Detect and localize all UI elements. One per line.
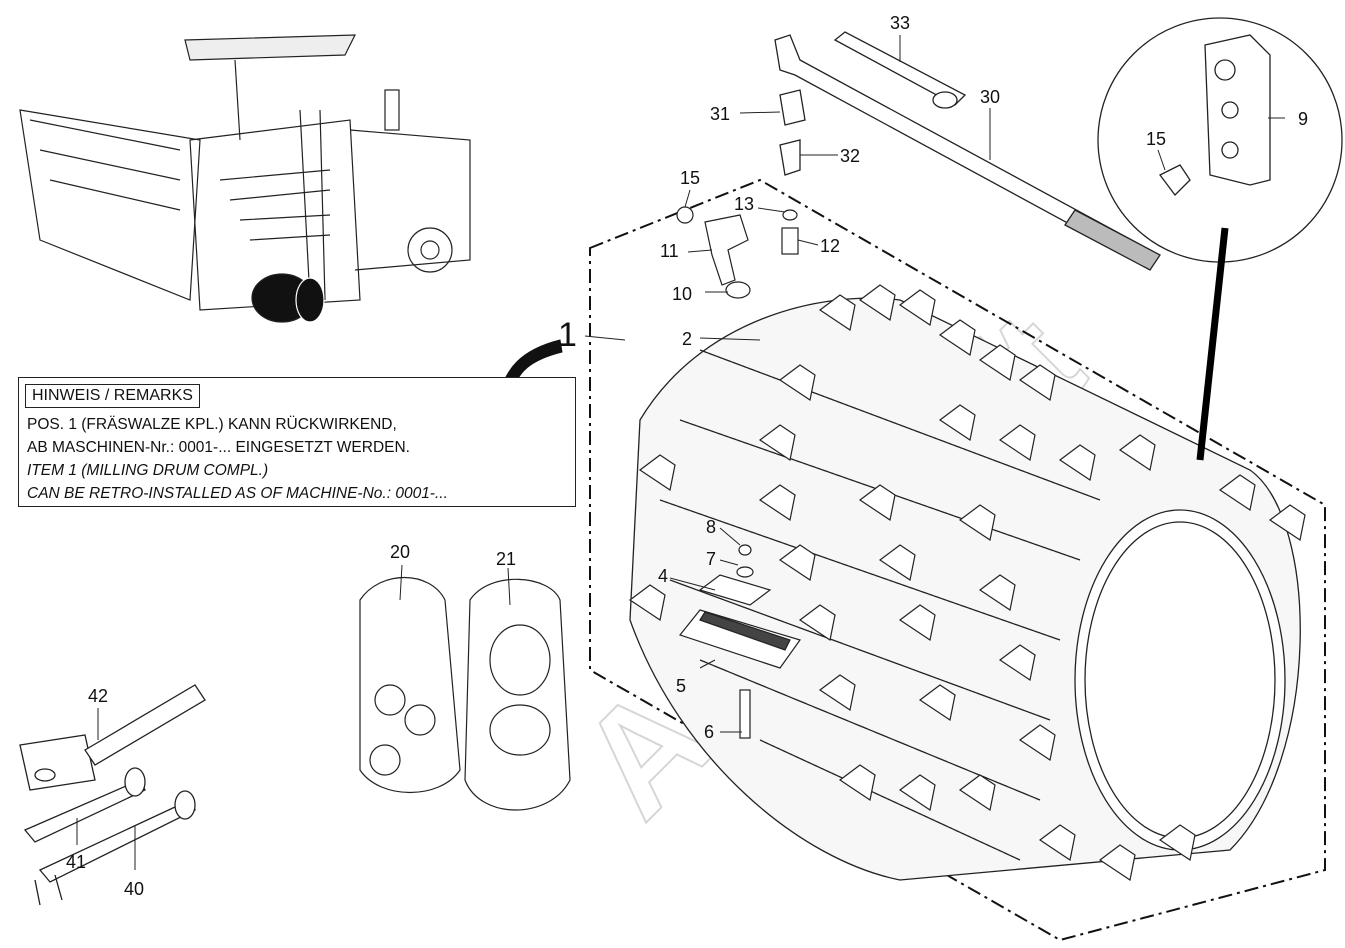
parts-bags — [359, 577, 571, 811]
callout-7: 7 — [706, 549, 716, 569]
remarks-box: HINWEIS / REMARKS POS. 1 (FRÄSWALZE KPL.… — [18, 377, 576, 507]
callout-6: 6 — [704, 722, 714, 742]
hand-tools — [19, 684, 206, 906]
callout-4: 4 — [658, 566, 668, 586]
callout-41: 41 — [66, 852, 86, 872]
callout-42: 42 — [88, 686, 108, 706]
callout-5: 5 — [676, 676, 686, 696]
torque-wrench — [774, 31, 1161, 271]
remarks-heading: HINWEIS / REMARKS — [25, 384, 200, 408]
cutting-teeth — [628, 284, 1306, 881]
callout-15-upper: 15 — [680, 168, 700, 188]
holder-plate-parts — [678, 544, 801, 739]
leader-lines — [76, 35, 1285, 870]
small-parts-upper — [676, 206, 799, 299]
remarks-line-de-2: AB MASCHINEN-Nr.: 0001-... EINGESETZT WE… — [27, 439, 410, 456]
callout-32: 32 — [840, 146, 860, 166]
machine-illustration — [19, 34, 471, 323]
callout-8: 8 — [706, 517, 716, 537]
callout-11: 11 — [660, 241, 679, 261]
callout-21: 21 — [496, 549, 516, 569]
callout-9: 9 — [1298, 109, 1308, 129]
callout-30: 30 — [980, 87, 1000, 107]
remarks-line-en-2: CAN BE RETRO-INSTALLED AS OF MACHINE-No.… — [27, 485, 448, 502]
callout-12: 12 — [820, 236, 840, 256]
callout-20: 20 — [390, 542, 410, 562]
callout-13: 13 — [734, 194, 754, 214]
callout-31: 31 — [710, 104, 730, 124]
callout-2: 2 — [682, 329, 692, 349]
callout-1: 1 — [558, 316, 577, 354]
detail-circle — [1097, 17, 1343, 461]
remarks-line-de-1: POS. 1 (FRÄSWALZE KPL.) KANN RÜCKWIRKEND… — [27, 416, 397, 433]
drum-assembly-frame — [589, 178, 1326, 942]
callout-33: 33 — [890, 13, 910, 33]
callout-15-detail: 15 — [1146, 129, 1166, 149]
callout-10: 10 — [672, 284, 692, 304]
callout-40: 40 — [124, 879, 144, 899]
remarks-line-en-1: ITEM 1 (MILLING DRUM COMPL.) — [27, 462, 269, 479]
